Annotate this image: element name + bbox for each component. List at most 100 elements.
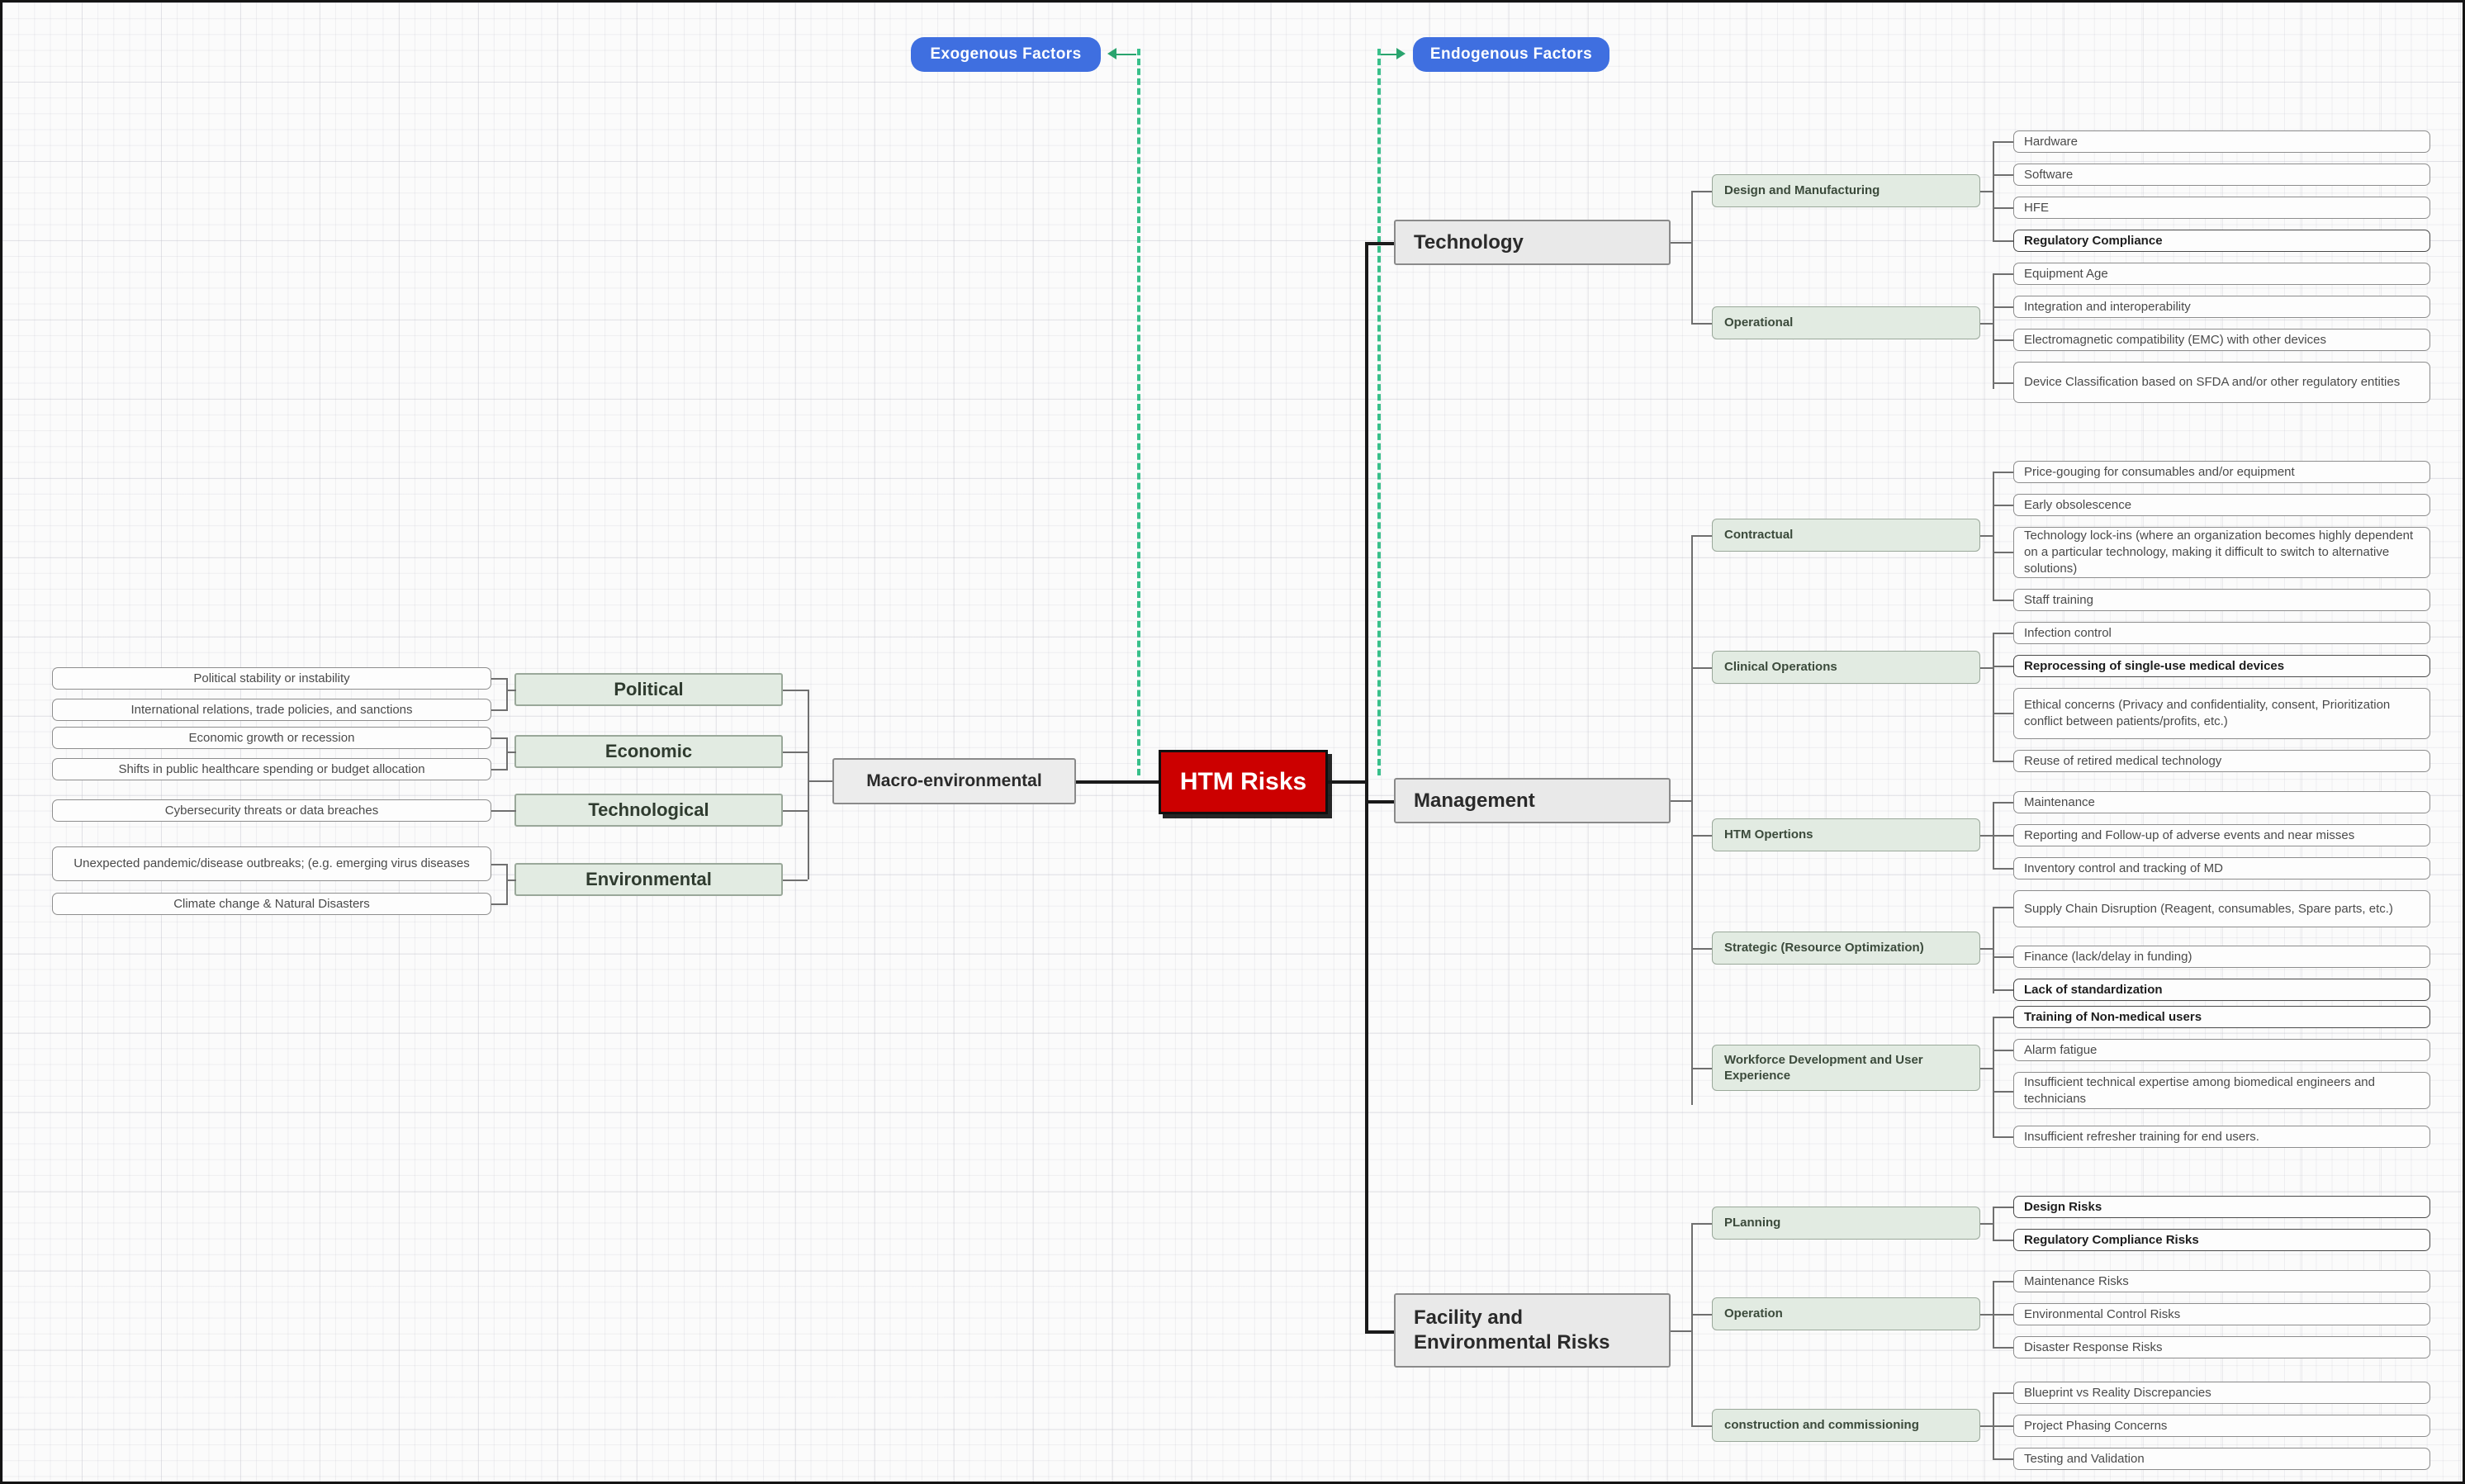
leaf-item[interactable]: Training of Non-medical users (2013, 1006, 2430, 1028)
macro-leaf-item[interactable]: Unexpected pandemic/disease outbreaks; (… (52, 846, 491, 881)
category-technological[interactable]: Technological (514, 794, 783, 827)
macro-leaf-item[interactable]: Political stability or instability (52, 667, 491, 690)
subgroup-planning[interactable]: PLanning (1712, 1207, 1980, 1240)
subgroup-clinical-operations[interactable]: Clinical Operations (1712, 651, 1980, 684)
design-leaf-spine (1993, 141, 1994, 240)
macro-leaf-item[interactable]: International relations, trade policies,… (52, 699, 491, 721)
category-economic[interactable]: Economic (514, 735, 783, 768)
edge-economic-spine (506, 751, 516, 753)
edge-facility-to-groupspine (1671, 1330, 1691, 1332)
leaf-item[interactable]: Project Phasing Concerns (2013, 1415, 2430, 1437)
leaf-item[interactable]: Device Classification based on SFDA and/… (2013, 362, 2430, 403)
leaf-label: Alarm fatigue (2024, 1042, 2098, 1057)
leaf-item[interactable]: Price-gouging for consumables and/or equ… (2013, 461, 2430, 483)
root-node-htm-risks[interactable]: HTM Risks (1159, 750, 1328, 814)
edge-htmops-leaf-0 (1993, 802, 2013, 804)
leaf-item[interactable]: Early obsolescence (2013, 494, 2430, 516)
subgroup-contractual[interactable]: Contractual (1712, 519, 1980, 552)
leaf-item[interactable]: Regulatory Compliance Risks (2013, 1229, 2430, 1251)
edge-workforce-leaf-1 (1993, 1050, 2013, 1051)
subgroup-label: PLanning (1724, 1216, 1781, 1230)
leaf-item[interactable]: Maintenance Risks (2013, 1270, 2430, 1292)
edge-spine-to-facility (1365, 1330, 1394, 1334)
subgroup-label: Contractual (1724, 528, 1794, 543)
branch-technology[interactable]: Technology (1394, 220, 1671, 265)
edge-htmops-spine (1980, 835, 1993, 837)
branch-macro-environmental[interactable]: Macro-environmental (832, 758, 1076, 804)
leaf-item[interactable]: Staff training (2013, 589, 2430, 611)
edge-workforce-leaf-2 (1993, 1091, 2013, 1093)
leaf-item[interactable]: Lack of standardization (2013, 979, 2430, 1001)
leaf-item[interactable]: Regulatory Compliance (2013, 230, 2430, 252)
leaf-item[interactable]: Supply Chain Disruption (Reagent, consum… (2013, 890, 2430, 927)
leaf-label: Environmental Control Risks (2024, 1306, 2181, 1321)
leaf-label: Maintenance Risks (2024, 1273, 2129, 1288)
macro-leaf-item[interactable]: Shifts in public healthcare spending or … (52, 758, 491, 780)
branch-management-label: Management (1414, 789, 1535, 812)
edge-spine-to-technology (1365, 242, 1394, 245)
leaf-item[interactable]: Ethical concerns (Privacy and confidenti… (2013, 688, 2430, 739)
leaf-item[interactable]: Finance (lack/delay in funding) (2013, 946, 2430, 968)
leaf-item[interactable]: Technology lock-ins (where an organizati… (2013, 527, 2430, 578)
leaf-item[interactable]: Disaster Response Risks (2013, 1336, 2430, 1358)
category-environmental[interactable]: Environmental (514, 863, 783, 896)
tag-endogenous-factors[interactable]: Endogenous Factors (1413, 37, 1609, 72)
leaf-item[interactable]: Hardware (2013, 130, 2430, 153)
subgroup-construction-and-commissioning[interactable]: construction and commissioning (1712, 1409, 1980, 1442)
edge-construction-spine (1980, 1425, 1993, 1427)
leaf-label: Insufficient technical expertise among b… (2024, 1074, 2375, 1106)
technology-group-spine (1691, 191, 1693, 323)
subgroup-label: Clinical Operations (1724, 660, 1837, 675)
leaf-item[interactable]: Software (2013, 164, 2430, 186)
edge-spine-to-management (1365, 800, 1394, 804)
edge-design-leaf-0 (1993, 141, 2013, 143)
edge-environmental-leaf-0 (491, 864, 508, 865)
edge-construction-leaf-0 (1993, 1392, 2013, 1394)
subgroup-operational[interactable]: Operational (1712, 306, 1980, 339)
leaf-item[interactable]: Alarm fatigue (2013, 1039, 2430, 1061)
edge-operational-leaf-0 (1993, 273, 2013, 275)
leaf-label: Hardware (2024, 134, 2079, 149)
leaf-item[interactable]: Reprocessing of single-use medical devic… (2013, 655, 2430, 677)
subgroup-strategic-resource-optimization[interactable]: Strategic (Resource Optimization) (1712, 932, 1980, 965)
leaf-label: Software (2024, 167, 2074, 182)
edge-operation-leaf-1 (1993, 1314, 2013, 1316)
leaf-item[interactable]: Insufficient refresher training for end … (2013, 1126, 2430, 1148)
leaf-item[interactable]: Insufficient technical expertise among b… (2013, 1072, 2430, 1109)
macro-leaf-item[interactable]: Climate change & Natural Disasters (52, 893, 491, 915)
subgroup-htm-opertions[interactable]: HTM Opertions (1712, 818, 1980, 851)
edge-group-contractual (1691, 535, 1712, 537)
macro-leaf-item[interactable]: Economic growth or recession (52, 727, 491, 749)
leaf-label: Reprocessing of single-use medical devic… (2024, 658, 2285, 673)
clinical-leaf-spine (1993, 633, 1994, 761)
leaf-item[interactable]: Reuse of retired medical technology (2013, 750, 2430, 772)
leaf-item[interactable]: Electromagnetic compatibility (EMC) with… (2013, 329, 2430, 351)
connector-exogenous-dashline (1116, 54, 1136, 55)
leaf-item[interactable]: Design Risks (2013, 1196, 2430, 1218)
subgroup-workforce-development[interactable]: Workforce Development and User Experienc… (1712, 1045, 1980, 1091)
branch-facility-environmental-risks[interactable]: Facility and Environmental Risks (1394, 1293, 1671, 1368)
leaf-item[interactable]: Inventory control and tracking of MD (2013, 857, 2430, 879)
leaf-label: Early obsolescence (2024, 497, 2132, 512)
leaf-item[interactable]: Environmental Control Risks (2013, 1303, 2430, 1325)
branch-management[interactable]: Management (1394, 778, 1671, 823)
leaf-item[interactable]: Blueprint vs Reality Discrepancies (2013, 1382, 2430, 1404)
subgroup-label: Design and Manufacturing (1724, 183, 1880, 198)
leaf-item[interactable]: HFE (2013, 197, 2430, 219)
leaf-item[interactable]: Reporting and Follow-up of adverse event… (2013, 824, 2430, 846)
macro-leaf-label: Cybersecurity threats or data breaches (164, 803, 379, 818)
leaf-item[interactable]: Testing and Validation (2013, 1448, 2430, 1470)
leaf-item[interactable]: Equipment Age (2013, 263, 2430, 285)
subgroup-design-and-manufacturing[interactable]: Design and Manufacturing (1712, 174, 1980, 207)
leaf-item[interactable]: Integration and interoperability (2013, 296, 2430, 318)
macro-leaf-item[interactable]: Cybersecurity threats or data breaches (52, 799, 491, 822)
tag-exogenous-factors[interactable]: Exogenous Factors (911, 37, 1101, 72)
connector-endogenous-dashline (1378, 54, 1398, 55)
category-political[interactable]: Political (514, 673, 783, 706)
edge-pest-environmental (783, 879, 808, 881)
edge-operational-leaf-1 (1993, 306, 2013, 308)
leaf-item[interactable]: Maintenance (2013, 791, 2430, 813)
edge-clinical-leaf-0 (1993, 633, 2013, 634)
leaf-item[interactable]: Infection control (2013, 622, 2430, 644)
subgroup-operation[interactable]: Operation (1712, 1297, 1980, 1330)
